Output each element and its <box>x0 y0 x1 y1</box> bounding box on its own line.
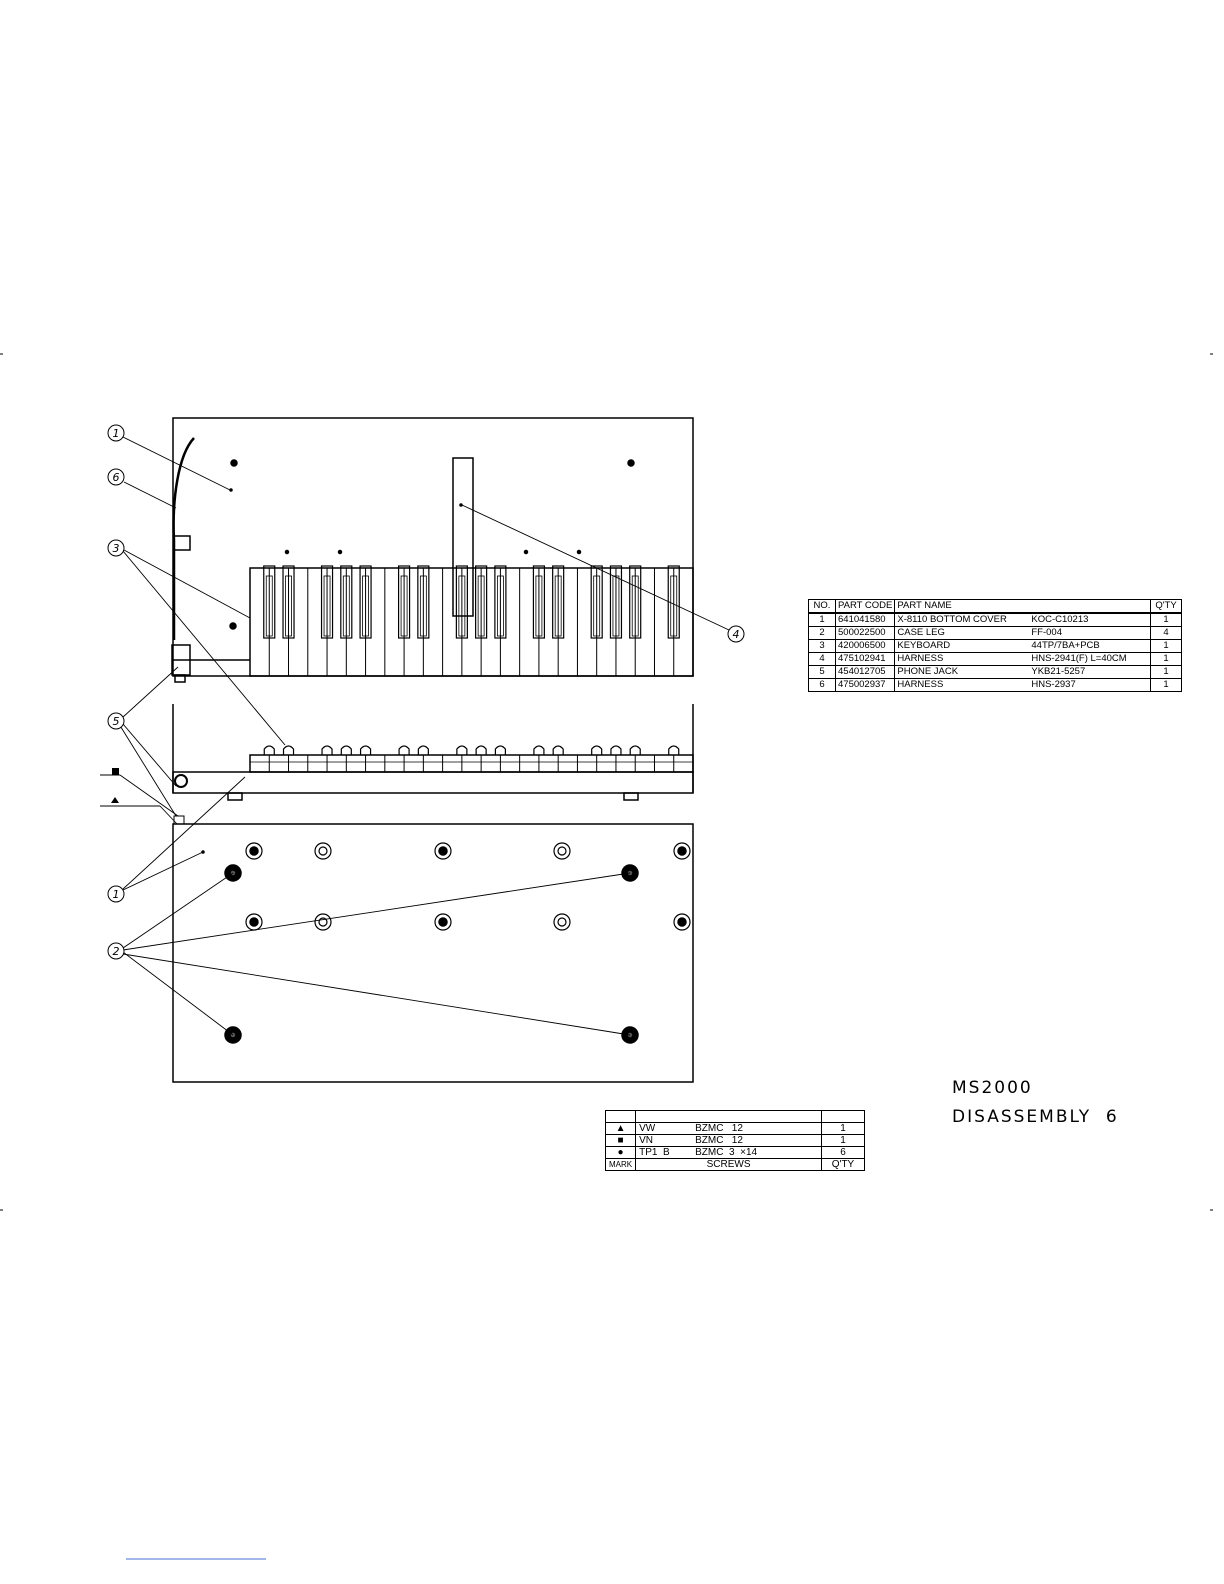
table-row: 3 420006500 KEYBOARD 44TP/7BA+PCB 1 <box>808 639 1182 653</box>
row-spec: YKB21-5257 <box>1029 665 1152 679</box>
screw-kind: VN <box>635 1134 693 1147</box>
row-qty: 1 <box>1150 612 1182 627</box>
row-no: 6 <box>808 678 836 692</box>
row-no: 5 <box>808 665 836 679</box>
row-qty: 1 <box>1150 652 1182 666</box>
row-no: 2 <box>808 626 836 640</box>
harness-6 <box>172 437 195 640</box>
screw-kind: TP1 B <box>635 1146 693 1159</box>
callout-3: 3 <box>107 539 125 557</box>
table-row: ● TP1 B BZMC 3 ×14 6 <box>604 1146 865 1159</box>
screw-size: BZMC 12 <box>692 1134 823 1147</box>
sheet-title: DISASSEMBLY 6 <box>952 1107 1119 1127</box>
table-row: ■ VN BZMC 12 1 <box>604 1134 865 1147</box>
screws-table-footer: MARK SCREWS Q'TY <box>604 1158 865 1171</box>
circle-mark-icon: ● <box>604 1146 637 1159</box>
square-mark-icon: ■ <box>604 1134 637 1147</box>
screws-table: ▲ VW BZMC 12 1 ■ VN BZMC 12 1 ● TP1 B BZ… <box>604 1110 865 1171</box>
row-name: HARNESS <box>894 652 1030 666</box>
row-name: PHONE JACK <box>894 665 1030 679</box>
row-code: 500022500 <box>834 626 896 640</box>
header-no: NO. <box>808 599 836 614</box>
table-row: 4 475102941 HARNESS HNS-2941(F) L=40CM 1 <box>808 652 1182 666</box>
screw-qty: 1 <box>821 1134 865 1147</box>
table-row: 2 500022500 CASE LEG FF-004 4 <box>808 626 1182 640</box>
footer-screws: SCREWS <box>635 1158 822 1171</box>
callout-2: 2 <box>107 942 125 960</box>
bottom-cover-side-view <box>172 771 694 794</box>
row-code: 475002937 <box>834 678 896 692</box>
screw-kind: VW <box>635 1122 693 1135</box>
row-qty: 4 <box>1150 626 1182 640</box>
bottom-cover-bottom-view <box>172 823 694 1083</box>
screws-table-blank-row <box>604 1110 865 1123</box>
row-spec: HNS-2941(F) L=40CM <box>1029 652 1152 666</box>
svg-text:5: 5 <box>113 715 120 728</box>
row-qty: 1 <box>1150 639 1182 653</box>
screw-qty: 1 <box>821 1122 865 1135</box>
footer-mark: MARK <box>604 1158 637 1171</box>
callout-4: 4 <box>727 625 745 643</box>
row-name: X-8110 BOTTOM COVER <box>894 612 1030 627</box>
callout-1-top: 1 <box>107 424 125 442</box>
header-part-code: PART CODE <box>834 599 896 614</box>
harness-4 <box>452 457 474 617</box>
row-qty: 1 <box>1150 678 1182 692</box>
footer-qty: Q'TY <box>821 1158 865 1171</box>
header-part-name: PART NAME <box>894 599 1151 614</box>
row-name: KEYBOARD <box>894 639 1030 653</box>
row-spec: KOC-C10213 <box>1029 612 1152 627</box>
bottom-cover-top-view <box>172 417 694 677</box>
row-no: 4 <box>808 652 836 666</box>
row-code: 454012705 <box>834 665 896 679</box>
row-spec: 44TP/7BA+PCB <box>1029 639 1152 653</box>
svg-text:6: 6 <box>113 471 120 484</box>
callout-1-bottom: 1 <box>107 885 125 903</box>
header-qty: Q'TY <box>1150 599 1182 614</box>
parts-list-table: NO. PART CODE PART NAME Q'TY 1 641041580… <box>808 599 1182 692</box>
screw-qty: 6 <box>821 1146 865 1159</box>
row-code: 641041580 <box>834 612 896 627</box>
svg-text:1: 1 <box>113 888 120 901</box>
table-row: ▲ VW BZMC 12 1 <box>604 1122 865 1135</box>
svg-text:2: 2 <box>113 945 120 958</box>
triangle-mark-icon: ▲ <box>604 1122 637 1135</box>
svg-text:3: 3 <box>113 542 120 555</box>
row-name: CASE LEG <box>894 626 1030 640</box>
screw-size: BZMC 3 ×14 <box>692 1146 823 1159</box>
keyboard-side-view <box>250 745 693 772</box>
row-name: HARNESS <box>894 678 1030 692</box>
callout-6: 6 <box>107 468 125 486</box>
svg-text:4: 4 <box>733 628 740 641</box>
row-spec: FF-004 <box>1029 626 1152 640</box>
row-spec: HNS-2937 <box>1029 678 1152 692</box>
screw-size: BZMC 12 <box>692 1122 823 1135</box>
screw-holes <box>201 842 691 1044</box>
row-qty: 1 <box>1150 665 1182 679</box>
parts-table-header: NO. PART CODE PART NAME Q'TY <box>808 599 1182 614</box>
table-row: 5 454012705 PHONE JACK YKB21-5257 1 <box>808 665 1182 679</box>
table-row: 6 475002937 HARNESS HNS-2937 1 <box>808 678 1182 692</box>
row-code: 475102941 <box>834 652 896 666</box>
phone-jack-side <box>174 774 188 788</box>
row-no: 1 <box>808 612 836 627</box>
row-code: 420006500 <box>834 639 896 653</box>
model-title: MS2000 <box>952 1078 1033 1098</box>
svg-text:1: 1 <box>113 427 120 440</box>
row-no: 3 <box>808 639 836 653</box>
callout-5: 5 <box>107 712 125 730</box>
table-row: 1 641041580 X-8110 BOTTOM COVER KOC-C102… <box>808 612 1182 627</box>
